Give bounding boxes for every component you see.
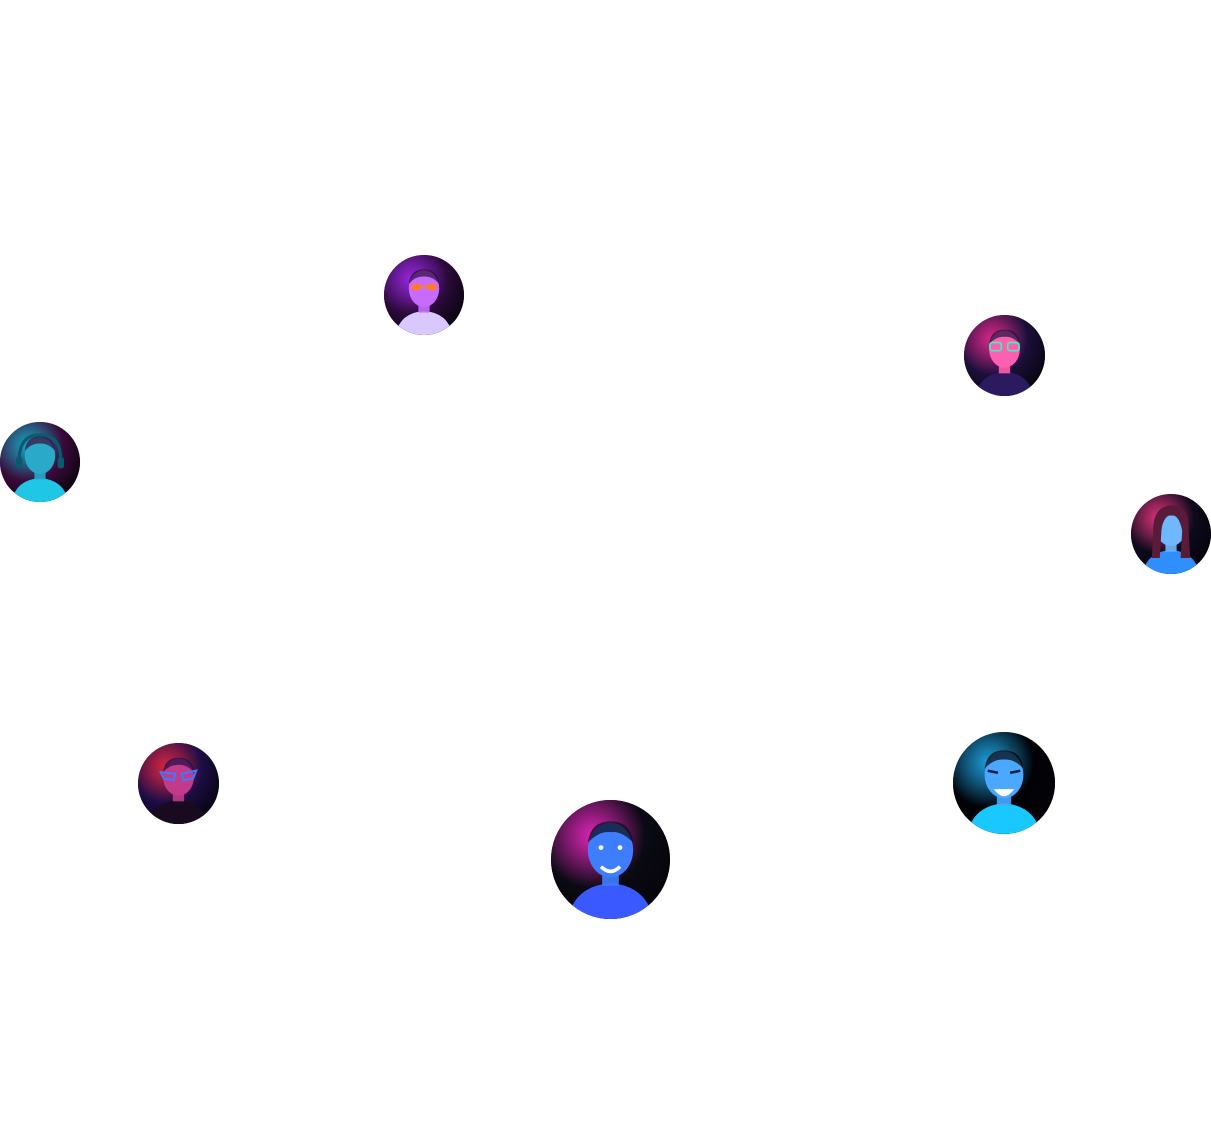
avatar[interactable] bbox=[384, 255, 464, 335]
person-avatar-icon bbox=[0, 422, 80, 502]
person-avatar-icon bbox=[551, 800, 670, 919]
person-avatar-icon bbox=[1131, 494, 1211, 574]
avatar[interactable] bbox=[551, 800, 670, 919]
avatar[interactable] bbox=[138, 743, 219, 824]
person-avatar-icon bbox=[384, 255, 464, 335]
avatar[interactable] bbox=[1131, 494, 1211, 574]
avatar[interactable] bbox=[0, 422, 80, 502]
avatar[interactable] bbox=[953, 732, 1055, 834]
avatar[interactable] bbox=[964, 315, 1045, 396]
person-avatar-icon bbox=[138, 743, 219, 824]
person-avatar-icon bbox=[953, 732, 1055, 834]
person-avatar-icon bbox=[964, 315, 1045, 396]
